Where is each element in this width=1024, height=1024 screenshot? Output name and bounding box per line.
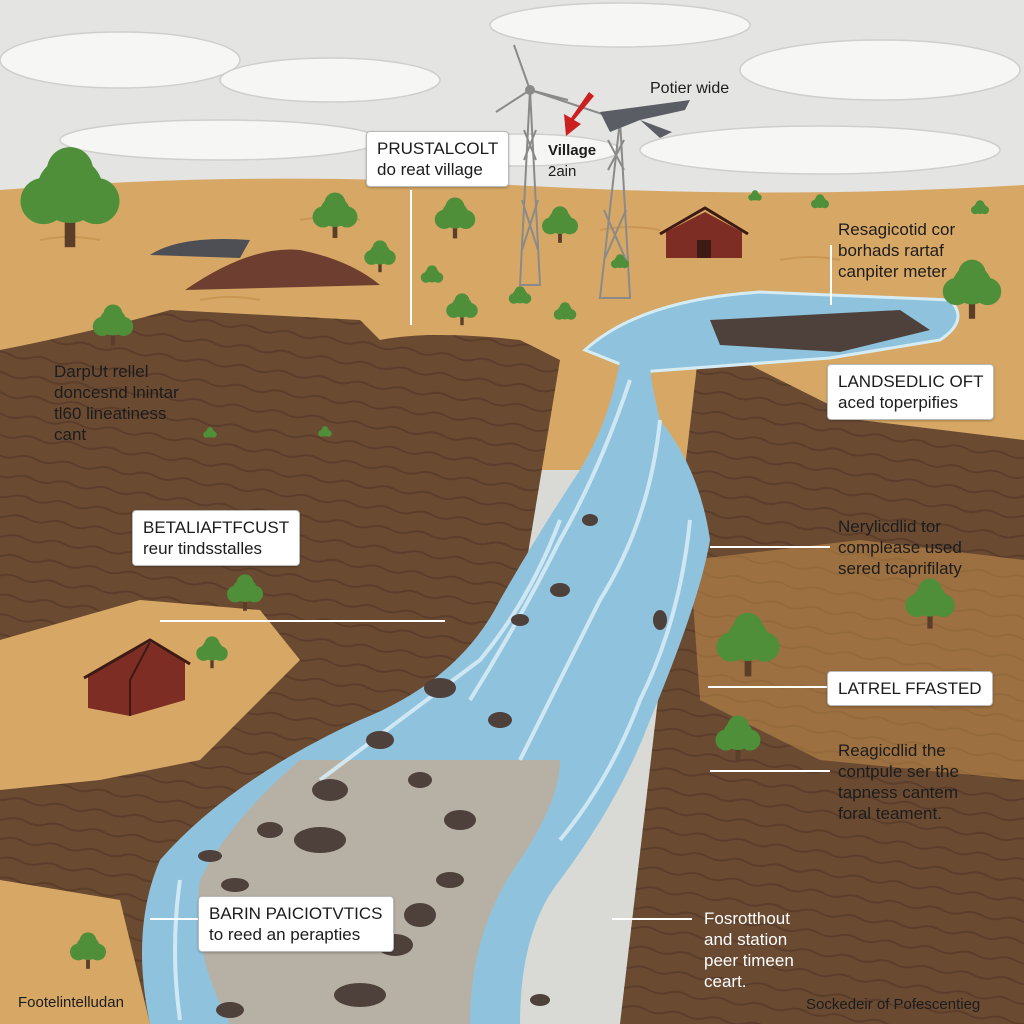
- rock-icon: [424, 678, 456, 698]
- tree-icon: [553, 302, 577, 320]
- tree-icon: [715, 715, 761, 761]
- leader-resagicotid: [830, 245, 832, 305]
- rock-icon: [216, 1002, 244, 1018]
- leader-latrel: [708, 686, 828, 688]
- rock-icon: [444, 810, 476, 830]
- tree-icon: [203, 427, 217, 438]
- tree-icon: [196, 636, 228, 669]
- tree-icon: [312, 192, 358, 238]
- tree-icon: [434, 197, 476, 239]
- leader-reagicdlid: [710, 770, 830, 772]
- leader-betaliaftfcust-h: [160, 620, 445, 622]
- tree-icon: [716, 612, 780, 677]
- tree-icon: [446, 293, 478, 326]
- footer-left: Footelintelludan: [18, 994, 124, 1011]
- rock-icon: [294, 827, 346, 853]
- label-potier-wide: Potier wide: [650, 80, 730, 97]
- rock-icon: [488, 712, 512, 728]
- leader-fosrotthout: [612, 918, 692, 920]
- rock-icon: [334, 983, 386, 1007]
- rock-icon: [653, 610, 667, 630]
- rock-icon: [221, 878, 249, 892]
- tree-icon: [364, 240, 396, 273]
- leader-barin: [150, 918, 200, 920]
- rock-icon: [550, 583, 570, 597]
- tree-icon: [92, 304, 134, 346]
- rock-icon: [198, 850, 222, 862]
- rock-icon: [257, 822, 283, 838]
- tree-icon: [748, 190, 762, 201]
- debris-pile-icon: [185, 249, 380, 290]
- barn-icon: [659, 206, 749, 258]
- tree-icon: [227, 574, 263, 611]
- rock-icon: [404, 903, 436, 927]
- flow-highlights: [173, 379, 692, 1021]
- leader-prustalcolt: [410, 190, 412, 325]
- tree-icon: [942, 259, 1002, 319]
- rocks: [198, 514, 667, 1018]
- rock-icon: [312, 779, 348, 801]
- tree-icon: [420, 265, 444, 283]
- rock-icon: [436, 872, 464, 888]
- tree-icon: [508, 286, 532, 304]
- rock-icon: [530, 994, 550, 1006]
- tree-icon: [70, 932, 106, 969]
- red-arrow-icon: [564, 92, 594, 136]
- debris-pile-icon: [150, 239, 250, 258]
- rock-icon: [582, 514, 598, 526]
- leader-nerylicdlid: [710, 546, 830, 548]
- tree-icon: [611, 254, 629, 269]
- rock-icon: [366, 731, 394, 749]
- tree-icon: [811, 194, 829, 209]
- tree-icon: [971, 200, 989, 215]
- pond-debris: [710, 310, 930, 352]
- barn-icon: [83, 638, 191, 716]
- footer-right: Sockedeir of Pofescentieg: [806, 996, 981, 1013]
- tree-icon: [542, 206, 578, 243]
- drone-icon: [600, 100, 690, 138]
- rock-icon: [511, 614, 529, 626]
- tree-icon: [318, 426, 332, 437]
- tree-icon: [20, 147, 120, 248]
- label-latrel: LATREL FFASTED: [827, 671, 993, 706]
- rock-icon: [408, 772, 432, 788]
- tree-icon: [905, 578, 955, 629]
